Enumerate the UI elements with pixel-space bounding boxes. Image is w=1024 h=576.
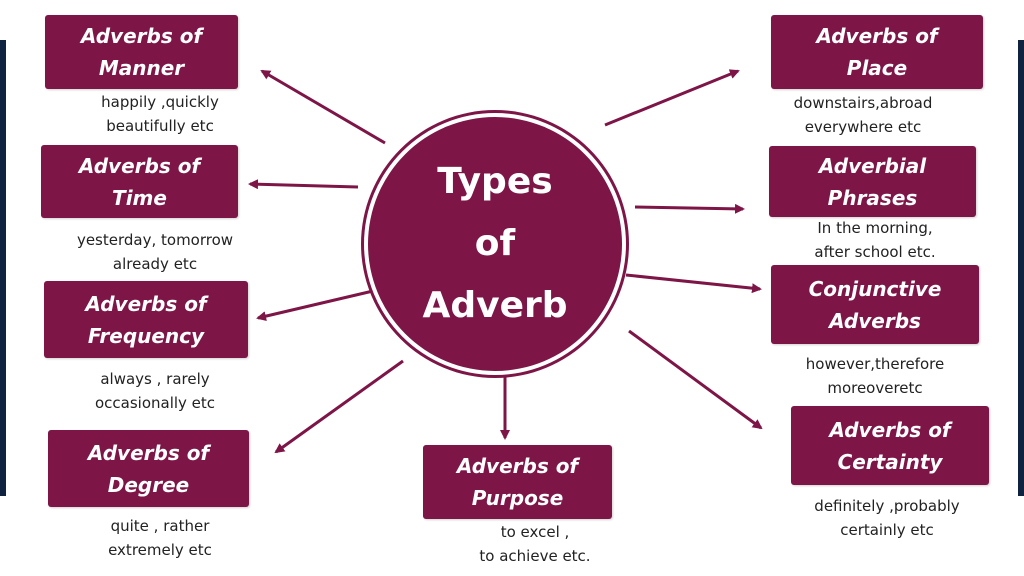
center-title: Types of Adverb (422, 161, 568, 326)
arrow-to-degree (274, 359, 404, 454)
node-box-place: Adverbs of Place (771, 15, 983, 89)
node-label-place: Adverbs of Place (816, 24, 938, 80)
node-label-frequency: Adverbs of Frequency (85, 291, 207, 348)
node-box-frequency: Adverbs of Frequency (44, 281, 248, 358)
node-box-manner: Adverbs of Manner (45, 15, 238, 89)
node-label-degree: Adverbs of Degree (87, 440, 210, 497)
arrow-to-place (604, 69, 740, 127)
node-examples-degree: quite , rather extremely etc (108, 517, 212, 559)
node-label-manner: Adverbs of Manner (80, 24, 203, 80)
node-examples-place: downstairs,abroad everywhere etc (793, 94, 933, 136)
arrow-to-time (248, 179, 359, 190)
arrow-to-frequency (256, 289, 374, 322)
node-label-conjunctive: Conjunctive Adverbs (808, 276, 942, 333)
arrow-to-manner (260, 69, 386, 145)
arrow-to-certainty (628, 329, 763, 430)
node-box-phrases: Adverbial Phrases (769, 146, 976, 217)
arrow-to-conjunctive (625, 273, 762, 294)
node-box-purpose: Adverbs of Purpose (423, 445, 612, 519)
node-label-phrases: Adverbial Phrases (818, 153, 927, 210)
node-examples-certainty: definitely ,probably certainly etc (814, 497, 960, 539)
node-examples-manner: happily ,quickly beautifully etc (101, 93, 219, 135)
node-box-conjunctive: Conjunctive Adverbs (771, 265, 979, 344)
node-examples-time: yesterday, tomorrow already etc (76, 231, 234, 273)
node-label-purpose: Adverbs of Purpose (456, 454, 579, 510)
node-label-certainty: Adverbs of Certainty (829, 417, 951, 474)
node-box-degree: Adverbs of Degree (48, 430, 249, 507)
left-edge-bar (0, 40, 6, 496)
node-examples-phrases: In the morning, after school etc. (814, 219, 936, 261)
arrow-to-phrases (634, 203, 745, 214)
right-edge-bar (1018, 40, 1024, 496)
node-label-time: Adverbs of Time (78, 153, 201, 210)
node-box-certainty: Adverbs of Certainty (791, 406, 989, 485)
node-examples-conjunctive: however,therefore moreoveretc (805, 355, 945, 397)
node-examples-frequency: always , rarely occasionally etc (94, 370, 216, 412)
center-circle (368, 117, 622, 371)
node-examples-purpose: to excel , to achieve etc. (479, 523, 591, 565)
node-box-time: Adverbs of Time (41, 145, 238, 218)
